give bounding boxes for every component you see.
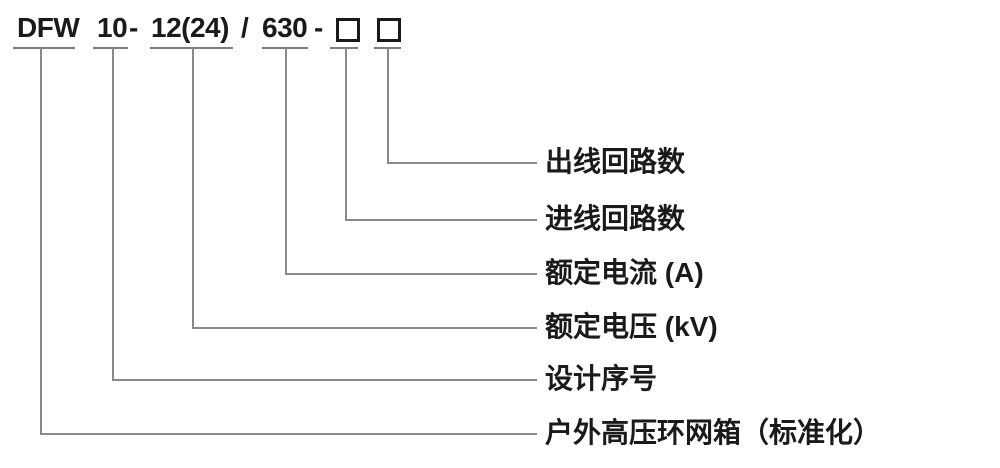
leader-vertical-design xyxy=(112,48,114,381)
leader-horizontal-outgoing xyxy=(387,162,537,164)
leader-horizontal-design xyxy=(112,379,537,381)
underline-design xyxy=(93,47,128,49)
leader-vertical-current xyxy=(285,48,287,275)
label-design-serial: 设计序号 xyxy=(545,363,658,394)
code-voltage-text: 12(24) xyxy=(151,12,229,43)
leader-horizontal-current xyxy=(285,273,537,275)
leader-vertical-voltage xyxy=(192,48,194,329)
leader-vertical-box1 xyxy=(345,48,347,221)
underline-box1 xyxy=(330,47,358,49)
placeholder-square-icon xyxy=(377,18,401,42)
code-design-no-text: 10 xyxy=(97,12,128,43)
code-slash-separator: / xyxy=(241,12,249,43)
leader-horizontal-series xyxy=(40,433,537,435)
leader-horizontal-voltage xyxy=(192,327,537,329)
label-product-type: 户外高压环网箱（标准化） xyxy=(545,417,882,448)
label-incoming-circuits: 进线回路数 xyxy=(545,203,686,234)
label-rated-current: 额定电流 (A) xyxy=(545,257,704,288)
label-outgoing-circuits: 出线回路数 xyxy=(545,146,686,177)
code-current-text: 630 xyxy=(262,12,308,43)
leader-vertical-series xyxy=(40,48,42,435)
label-rated-voltage: 额定电压 (kV) xyxy=(545,311,718,342)
code-dash-separator: - xyxy=(314,12,323,43)
underline-voltage xyxy=(150,47,233,49)
leader-vertical-box2 xyxy=(387,48,389,164)
leader-horizontal-incoming xyxy=(345,219,537,221)
code-dash-separator: - xyxy=(129,12,138,43)
code-series-text: DFW xyxy=(17,12,80,43)
underline-series xyxy=(13,47,75,49)
placeholder-square-icon xyxy=(336,18,360,42)
